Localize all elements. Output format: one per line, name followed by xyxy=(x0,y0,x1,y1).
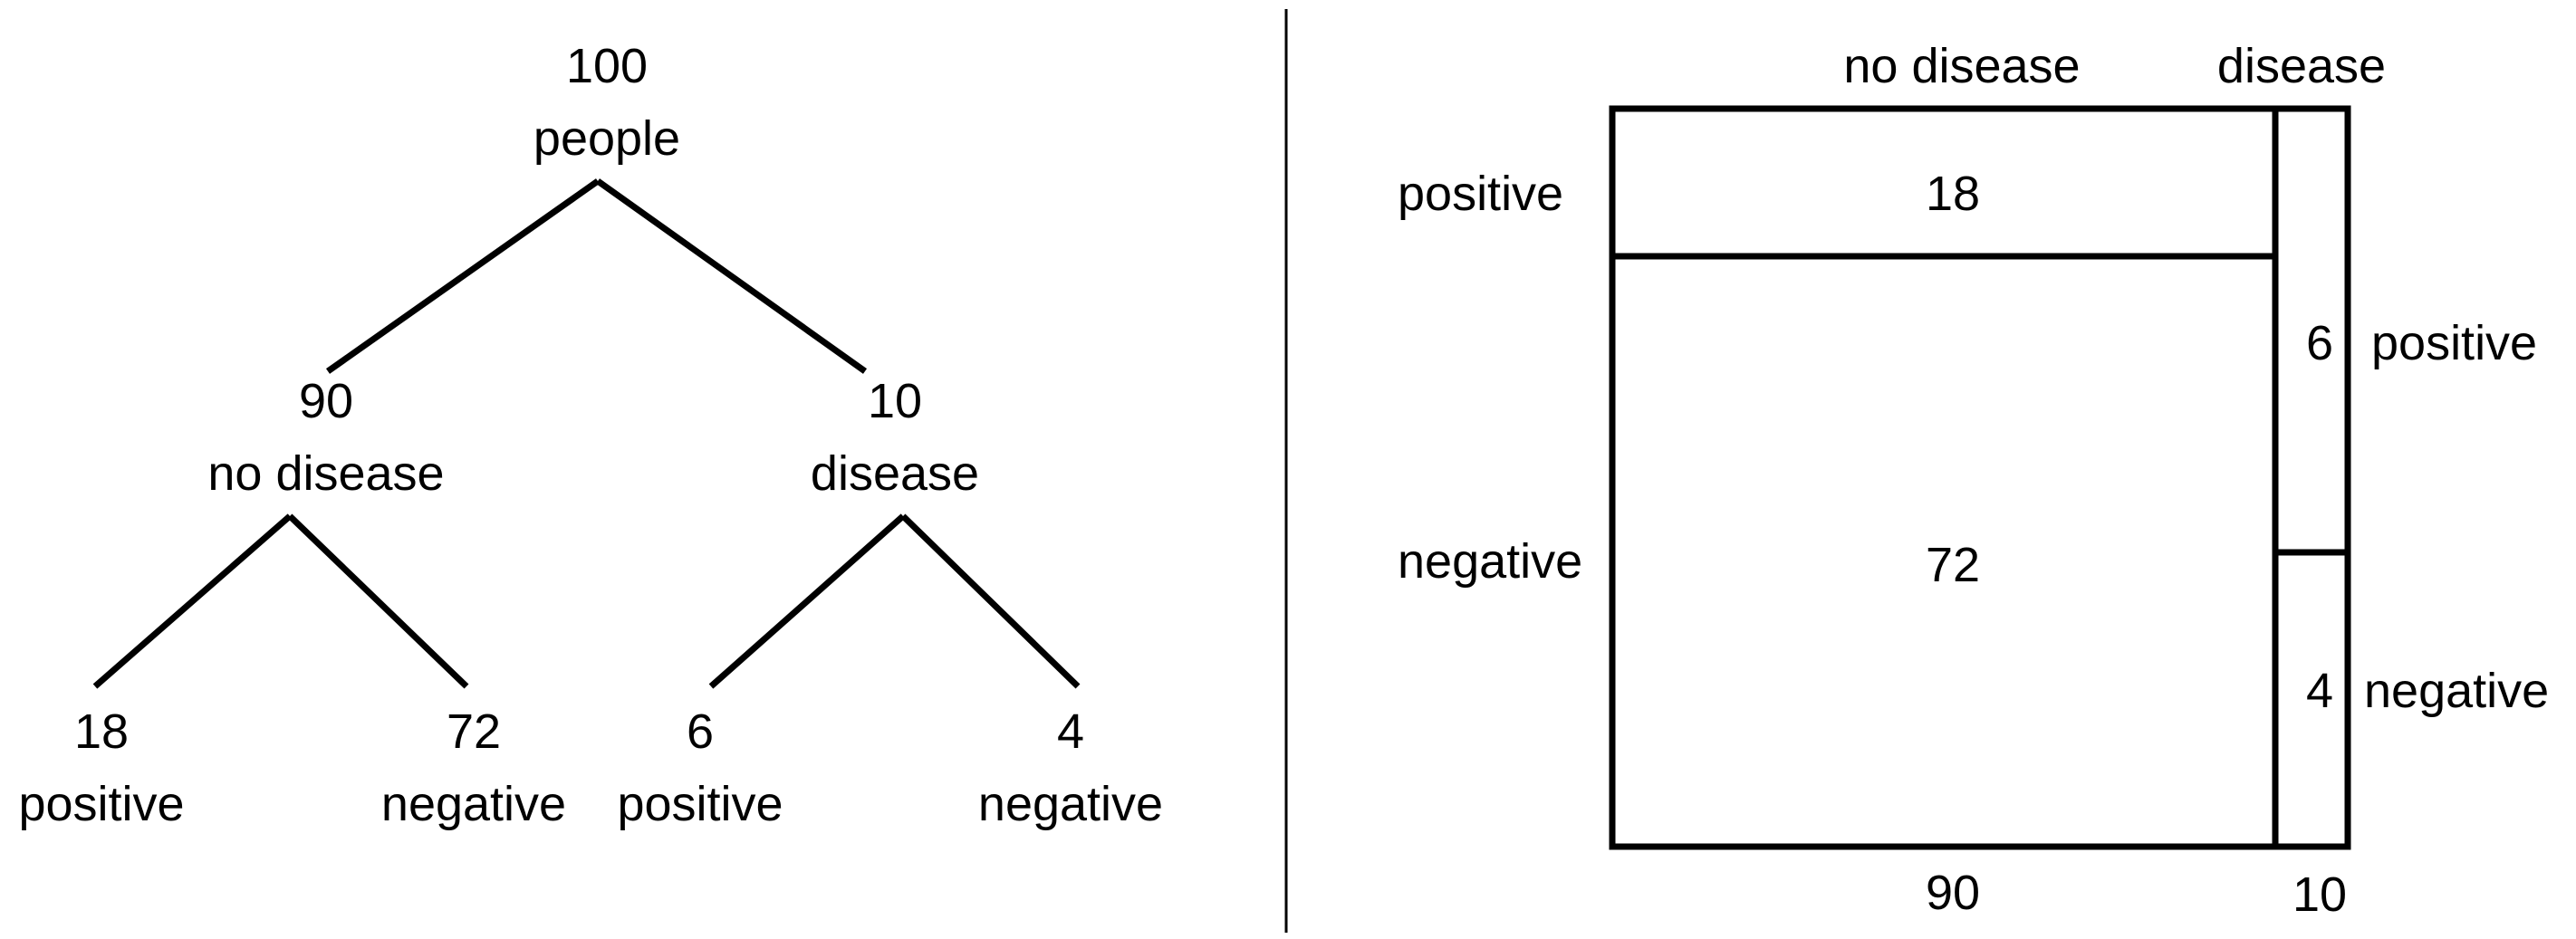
branch-disease-to-positive xyxy=(708,513,906,689)
tree-leaf-6-count: 6 xyxy=(687,704,714,759)
row-label-positive-right: positive xyxy=(2371,316,2537,370)
area-diagram: no disease disease positive negative 18 … xyxy=(1398,39,2549,922)
tree-leaf-4-count: 4 xyxy=(1057,704,1084,759)
tree-leaf-6-label: positive xyxy=(617,777,783,831)
branch-disease-to-negative xyxy=(900,513,1081,689)
row-label-positive-left: positive xyxy=(1398,167,1563,221)
area-disease-column xyxy=(2272,105,2351,850)
tree-leaf-72-label: negative xyxy=(381,777,566,831)
header-no-disease: no disease xyxy=(1843,39,2080,93)
branch-no-disease-to-negative xyxy=(287,513,469,689)
tree-leaf-18-label: positive xyxy=(18,777,184,831)
row-label-negative-left: negative xyxy=(1398,534,1582,589)
total-no-disease: 90 xyxy=(1926,866,1980,920)
tree-disease-label: disease xyxy=(811,446,979,501)
header-disease: disease xyxy=(2217,39,2386,93)
row-label-negative-right: negative xyxy=(2364,664,2549,718)
tree-no-disease-count: 90 xyxy=(299,374,353,428)
tree-leaf-4-label: negative xyxy=(978,777,1163,831)
cell-no-disease-negative: 72 xyxy=(1926,538,1980,592)
branch-root-to-no-disease xyxy=(325,178,601,374)
tree-root-label: people xyxy=(533,111,680,166)
tree-root-count: 100 xyxy=(566,39,648,93)
cell-disease-negative: 4 xyxy=(2306,664,2333,718)
branch-no-disease-to-positive xyxy=(92,513,293,689)
frequency-tree: 100 people 90 no disease 10 disease 18 p… xyxy=(18,39,1163,831)
tree-leaf-72-count: 72 xyxy=(447,704,501,759)
cell-disease-positive: 6 xyxy=(2306,316,2333,370)
tree-leaf-18-count: 18 xyxy=(74,704,129,759)
tree-disease-count: 10 xyxy=(868,374,922,428)
cell-no-disease-positive: 18 xyxy=(1926,167,1980,221)
total-disease: 10 xyxy=(2292,867,2347,922)
tree-no-disease-label: no disease xyxy=(207,446,444,501)
branch-root-to-disease xyxy=(595,178,868,374)
